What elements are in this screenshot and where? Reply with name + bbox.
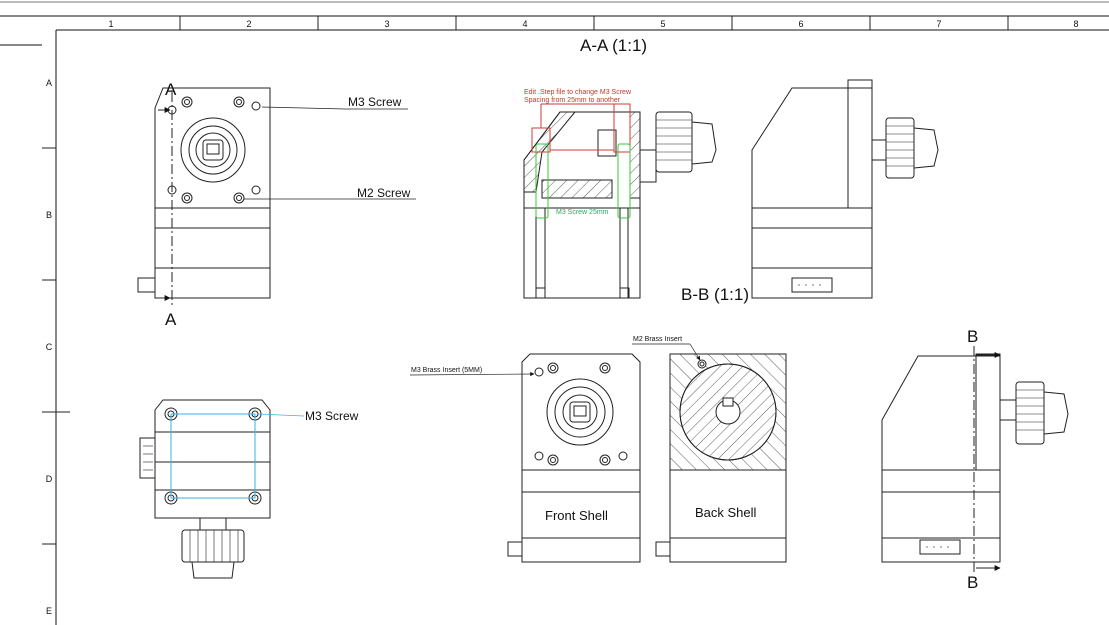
row-labels: A B C D E xyxy=(46,78,53,616)
edit-highlight-red xyxy=(531,103,631,153)
edit-note-line1: Edit .Step file to change M3 Screw xyxy=(524,89,632,96)
column-labels: 1 2 3 4 5 6 7 8 xyxy=(108,19,1078,29)
front-shell-label: Front Shell xyxy=(545,508,608,523)
back-shell-view xyxy=(655,353,787,563)
row-label: C xyxy=(46,342,53,352)
callout-m3-brass-insert: M3 Brass Insert (5MM) xyxy=(411,367,482,374)
leader-m2-brass-insert xyxy=(632,343,701,361)
column-label: 8 xyxy=(1073,19,1078,29)
column-label: 2 xyxy=(246,19,251,29)
screw-pattern-cyan xyxy=(170,413,256,499)
front-shell-view xyxy=(507,353,641,563)
edit-note-line2: Spacing from 25mm to another xyxy=(524,97,621,104)
screw-highlight-green xyxy=(535,143,631,219)
column-label: 4 xyxy=(522,19,527,29)
back-shell-label: Back Shell xyxy=(695,505,757,520)
column-label: 6 xyxy=(798,19,803,29)
leader-line-m3-bottom xyxy=(257,413,305,417)
section-line-b xyxy=(973,346,1001,574)
section-marker-b-bottom: B xyxy=(967,573,978,592)
m3-screw-25mm-label: M3 Screw 25mm xyxy=(556,209,609,216)
front-view-top-left xyxy=(137,87,271,299)
section-marker-a-top: A xyxy=(165,80,177,99)
bottom-view-bottom-left xyxy=(139,399,271,579)
section-marker-b-top: B xyxy=(967,327,978,346)
section-bb-title: B-B (1:1) xyxy=(681,285,749,304)
callout-m3-screw-top: M3 Screw xyxy=(348,95,402,109)
section-marker-a-bottom: A xyxy=(165,310,177,329)
row-label: B xyxy=(46,210,52,220)
column-label: 1 xyxy=(108,19,113,29)
leader-m3-brass-insert xyxy=(409,371,535,377)
callout-m3-screw-bottom: M3 Screw xyxy=(305,409,359,423)
row-label: A xyxy=(46,78,52,88)
row-label: D xyxy=(46,474,53,484)
column-label: 3 xyxy=(384,19,389,29)
side-view-bottom-right xyxy=(881,353,1069,563)
callout-m2-screw: M2 Screw xyxy=(357,186,411,200)
leader-lines-view1 xyxy=(244,106,416,200)
section-aa-title: A-A (1:1) xyxy=(580,36,647,55)
callout-m2-brass-insert: M2 Brass Insert xyxy=(633,336,682,343)
column-label: 5 xyxy=(660,19,665,29)
row-label: E xyxy=(46,606,52,616)
side-view-top-right xyxy=(751,79,939,299)
section-aa-view xyxy=(523,111,717,299)
section-line-a xyxy=(158,92,173,306)
column-label: 7 xyxy=(936,19,941,29)
